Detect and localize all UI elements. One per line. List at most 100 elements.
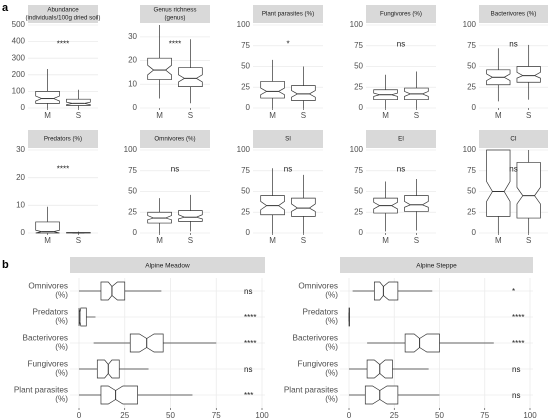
significance-label: **** — [244, 339, 256, 348]
box-mark — [291, 174, 316, 233]
box-mark — [373, 181, 398, 232]
panel-title: Abundance(individuals/100g dried soil) — [26, 7, 101, 22]
box-body — [35, 221, 60, 234]
y-tick-label: 300 — [12, 53, 26, 62]
y-tick-label: 25 — [354, 82, 363, 91]
y-tick-label: 0 — [246, 228, 251, 237]
significance-label: **** — [169, 40, 181, 49]
svg-text:Fungivores: Fungivores — [297, 360, 338, 369]
box-body — [78, 307, 87, 327]
x-tick-label: S — [188, 111, 193, 120]
y-tick-label: 30 — [16, 145, 25, 154]
x-tick-label: S — [76, 111, 81, 120]
significance-label: ns — [509, 165, 517, 174]
category-label: Omnivores(%) — [28, 282, 68, 300]
svg-text:Bacterivores: Bacterivores — [292, 334, 338, 343]
svg-text:CI: CI — [510, 136, 516, 143]
significance-label: **** — [57, 165, 69, 174]
svg-text:(%): (%) — [55, 343, 68, 352]
y-tick-label: 30 — [128, 32, 137, 41]
panel-strip — [253, 130, 323, 148]
box-mark — [349, 359, 429, 379]
y-tick-label: 50 — [128, 187, 137, 196]
svg-text:SI: SI — [285, 136, 291, 143]
x-tick-label: M — [156, 111, 163, 120]
panel-strip — [28, 130, 98, 148]
box-panel: Abundance(individuals/100g dried soil)01… — [12, 5, 101, 120]
box-mark — [486, 48, 511, 102]
category-label: Omnivores(%) — [298, 282, 338, 300]
panel-title: Alpine Steppe — [416, 263, 457, 270]
svg-text:Fungivores: Fungivores — [27, 360, 68, 369]
y-tick-label: 100 — [463, 145, 477, 154]
y-tick-label: 20 — [128, 56, 137, 65]
box-body — [291, 85, 316, 101]
y-tick-label: 75 — [241, 41, 250, 50]
svg-text:Plant parasites: Plant parasites — [14, 386, 68, 395]
svg-text:(%): (%) — [55, 291, 68, 300]
category-label: Predators(%) — [33, 308, 69, 326]
box-mark — [516, 150, 541, 233]
panel-title: Predators (%) — [44, 136, 82, 143]
y-tick-label: 0 — [472, 103, 477, 112]
box-mark — [66, 89, 91, 108]
svg-text:EI: EI — [398, 136, 404, 143]
category-label: Bacterivores(%) — [22, 334, 68, 352]
x-tick-label: S — [188, 236, 193, 245]
category-label: Plant parasites(%) — [14, 386, 68, 404]
x-tick-label: 100 — [255, 411, 269, 420]
y-tick-label: 50 — [467, 62, 476, 71]
y-tick-label: 50 — [354, 62, 363, 71]
significance-label: **** — [57, 40, 69, 49]
box-body — [178, 67, 203, 88]
box-body — [100, 281, 126, 301]
x-tick-label: 75 — [212, 411, 221, 420]
svg-text:Predators: Predators — [33, 308, 69, 317]
box-mark — [367, 333, 494, 353]
category-label: Fungivores(%) — [297, 360, 338, 378]
y-tick-label: 10 — [16, 200, 25, 209]
box-mark — [348, 307, 350, 327]
panel-strip — [366, 130, 436, 148]
svg-text:(%): (%) — [325, 395, 338, 404]
svg-text:(%): (%) — [55, 369, 68, 378]
x-tick-label: S — [414, 111, 419, 120]
y-tick-label: 50 — [354, 187, 363, 196]
y-tick-label: 0 — [246, 103, 251, 112]
y-tick-label: 75 — [354, 166, 363, 175]
x-tick-label: M — [495, 236, 502, 245]
x-tick-label: 50 — [435, 411, 444, 420]
y-tick-label: 50 — [467, 187, 476, 196]
y-tick-label: 0 — [21, 103, 26, 112]
significance-label: ns — [244, 365, 252, 374]
y-tick-label: 0 — [133, 228, 138, 237]
box-body — [404, 333, 440, 353]
panel-a-label: a — [2, 2, 9, 14]
y-tick-label: 50 — [241, 187, 250, 196]
svg-text:Predators: Predators — [303, 308, 339, 317]
chart-panels: Abundance(individuals/100g dried soil) 0 1… — [12, 5, 548, 420]
box-mark — [404, 179, 429, 231]
box-mark — [373, 74, 398, 108]
significance-label: ns — [509, 40, 517, 49]
box-mark — [79, 385, 193, 405]
x-tick-label: 25 — [390, 411, 399, 420]
y-tick-label: 0 — [359, 228, 364, 237]
y-tick-label: 25 — [128, 207, 137, 216]
box-mark — [147, 25, 172, 99]
box-body — [516, 162, 541, 219]
box-mark — [147, 198, 172, 233]
x-tick-label: M — [382, 111, 389, 120]
box-body — [486, 149, 511, 217]
panel-strip — [479, 5, 548, 23]
y-tick-label: 25 — [354, 207, 363, 216]
y-tick-label: 75 — [241, 166, 250, 175]
y-tick-label: 0 — [472, 228, 477, 237]
